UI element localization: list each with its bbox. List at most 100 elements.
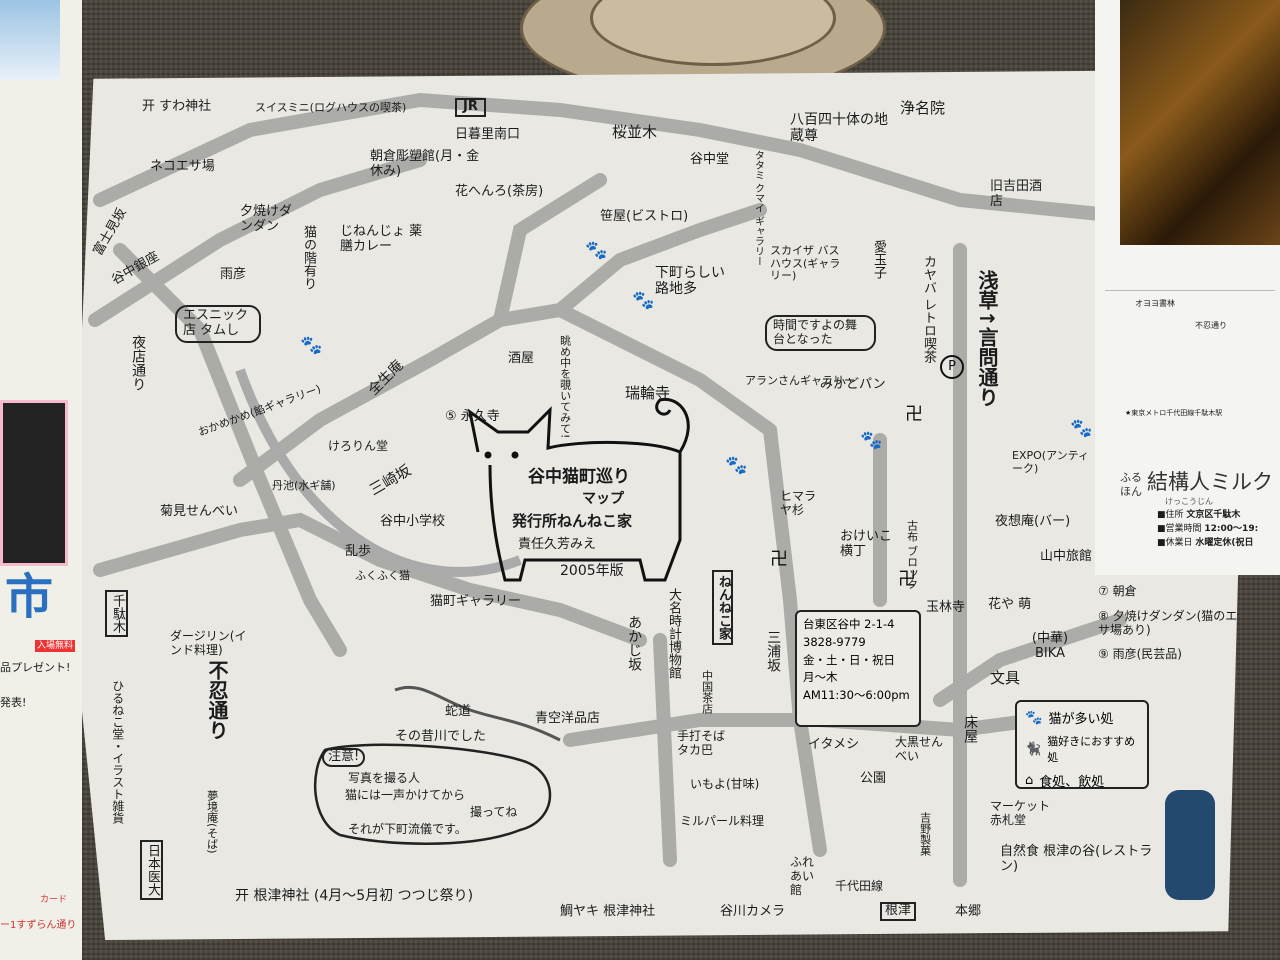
label-soba-takatomoe: 手打そば タカ巴 xyxy=(677,729,726,757)
edition: 2005年版 xyxy=(560,563,624,579)
label-miura-zaka: 三浦坂 xyxy=(765,630,782,672)
legend-item: ⌂食処、飲処 xyxy=(1025,771,1139,790)
shop-info-box: 台東区谷中 2-1-4 3828-9779 金・土・日・祝日 月〜木 AM11:… xyxy=(795,610,921,727)
flyer-text: カード xyxy=(40,895,68,905)
label-key-8: ⑧ 夕焼けダンダン(猫のエサ場あり) xyxy=(1098,609,1238,637)
label-hanahenro: 花へんろ(茶房) xyxy=(455,184,544,199)
label-bungu: 文具 xyxy=(990,669,1021,687)
card-address-row: ■住所 文京区千駄木 xyxy=(1157,510,1241,520)
label-key-7: ⑦ 朝倉 xyxy=(1098,584,1137,598)
note-line3: 撮ってね xyxy=(470,805,518,819)
label-bika: (中華) BIKA xyxy=(1031,631,1069,661)
note-line4: それが下町流儀です。 xyxy=(348,822,467,836)
card-kana-bottom: ほん xyxy=(1120,485,1142,498)
label-sakaya: 酒屋 xyxy=(508,351,535,366)
paw-icon: 🐾 xyxy=(725,455,748,476)
label-aozora-yohinten: 青空洋品店 xyxy=(535,711,601,726)
label-kayaba: カヤバ レトロ喫茶 xyxy=(920,255,936,364)
label-jinenjo: じねんじょ 薬膳カレー xyxy=(340,224,423,254)
label-amehiko: 雨彦 xyxy=(220,267,247,282)
flyer-badge: 入場無料 xyxy=(35,640,76,653)
label-nezu-shrine: 开 根津神社 (4月〜5月初 つつじ祭り) xyxy=(235,888,474,904)
label-roji: 下町らしい路地多 xyxy=(655,265,725,298)
temple-icon: 卍 xyxy=(770,549,788,570)
flyer-big-char: 市 xyxy=(5,569,54,625)
label-tatami-gallery: タタミ クマイ ギャラリー xyxy=(752,150,764,267)
shop-closed-days: 月〜木 xyxy=(803,670,838,685)
publisher: 発行所ねんねこ家 xyxy=(512,512,633,530)
flyer-text: 発表! xyxy=(0,696,27,709)
label-tokoya: 床屋 xyxy=(962,715,979,743)
wooden-fish-ornament xyxy=(1165,790,1215,900)
label-daikoku-senbei: 大黒せんべい xyxy=(895,735,944,763)
note-cloud xyxy=(314,743,552,845)
shitamachi-ring xyxy=(235,368,522,577)
flyer-text: 品プレゼント! xyxy=(0,661,71,674)
label-suwa-shrine: 开 すわ神社 xyxy=(142,99,212,114)
label-nekomachi-gallery: 猫町ギャラリー xyxy=(430,594,522,609)
road xyxy=(653,633,677,867)
map-subtitle: マップ xyxy=(582,491,624,507)
label-nennekoya: ねんねこ家 xyxy=(712,570,733,645)
road xyxy=(233,302,777,487)
parking-icon: P xyxy=(940,355,964,379)
road xyxy=(933,613,1127,707)
temple-icon: 卍 xyxy=(905,404,923,425)
label-kikumi-senbei: 菊見せんべい xyxy=(160,504,239,519)
label-fukufuku-neko: ふくふく猫 xyxy=(355,569,410,582)
label-chinese-tea: 中国茶店 xyxy=(700,670,714,714)
label-shinobazu-dori: 不忍通り xyxy=(205,660,229,740)
card-mini-map: オヨヨ書林 不忍通り ★東京メトロ千代田線千駄木駅 xyxy=(1105,290,1275,417)
jr-station-sign: JR xyxy=(455,98,486,117)
label-mirpearl: ミルパール料理 xyxy=(680,814,765,828)
shop-phone: 3828-9779 xyxy=(803,634,866,649)
label-yamanaka-ryokan: 山中旅館 xyxy=(1040,549,1093,564)
label-peek: 眺め中を覗いてみて! xyxy=(558,335,572,439)
card-kana-top: ふる xyxy=(1120,471,1142,484)
mini-map-label: ★東京メトロ千代田線千駄木駅 xyxy=(1125,409,1223,417)
label-scai-bathhouse: スカイザ バスハウス(ギャラリー) xyxy=(770,244,841,283)
flyer-photo xyxy=(0,0,60,80)
label-chiyoda-line: 千代田線 xyxy=(835,879,884,893)
label-sakura-namiki: 桜並木 xyxy=(612,123,658,141)
shop-address: 台東区谷中 2-1-4 xyxy=(803,617,895,631)
note-line1: 写真を撮る人 xyxy=(348,771,421,785)
label-yomise-dori: 夜店通り xyxy=(130,335,147,391)
label-imoyo: いもよ(甘味) xyxy=(690,777,760,791)
shop-hours: AM11:30〜6:00pm xyxy=(803,688,910,703)
legend-label: 猫好きにおすすめ処 xyxy=(1047,735,1136,764)
label-jikan-desuyo: 時間ですよの舞台となった xyxy=(765,315,876,351)
label-kototoi-dori: 浅草↑言問通り xyxy=(975,270,999,407)
label-expo: EXPO(アンティーク) xyxy=(1012,449,1089,475)
label-swiss-mini: スイスミニ(ログハウスの喫茶) xyxy=(255,101,407,114)
label-okeiko-yokocho: おけいこ横丁 xyxy=(840,529,893,559)
label-neko-esaba: ネコエサ場 xyxy=(150,159,215,174)
label-aiyu: 愛玉子 xyxy=(870,240,886,279)
label-yoshida-liquor: 旧吉田酒店 xyxy=(990,179,1043,209)
label-asakura: 朝倉彫塑館(月・金休み) xyxy=(370,149,480,179)
paw-icon: 🐾 xyxy=(1070,418,1093,439)
legend-item: 🐈‍⬛ 猫好きにおすすめ処 xyxy=(1025,733,1139,765)
road xyxy=(93,512,647,647)
label-yuyake-dandan: 夕焼けダンダン xyxy=(240,204,293,234)
label-kerorindo: けろりん堂 xyxy=(328,439,389,453)
paw-icon: 🐾 xyxy=(585,240,608,261)
shop-open-days: 金・土・日・祝日 xyxy=(803,652,895,667)
label-isetatsu: 丹池(水ギ舗) xyxy=(272,479,336,492)
house-icon: ⌂ xyxy=(1025,773,1034,788)
temple-icon: 卍 xyxy=(898,569,916,590)
editor: 責任久芳みえ xyxy=(518,537,597,552)
legend-label: 猫が多い処 xyxy=(1048,712,1114,727)
label-ranpo: 乱歩 xyxy=(345,544,372,559)
legend-item: 🐾猫が多い処 xyxy=(1025,708,1139,728)
label-yasoan: 夜想庵(バー) xyxy=(995,514,1071,529)
label-key-9: ⑨ 雨彦(民芸品) xyxy=(1098,647,1182,661)
label-tanigawa-camera: 谷川カメラ xyxy=(720,904,786,919)
road xyxy=(493,173,607,327)
label-yanaka-school: 谷中小学校 xyxy=(380,514,446,529)
label-akaji-zaka: あかじ坂 xyxy=(626,615,643,671)
cat-face-icon: 🐈‍⬛ xyxy=(1025,741,1042,757)
paw-icon: 🐾 xyxy=(632,290,655,311)
label-mukyoan: 夢境庵(そば) xyxy=(205,790,219,854)
